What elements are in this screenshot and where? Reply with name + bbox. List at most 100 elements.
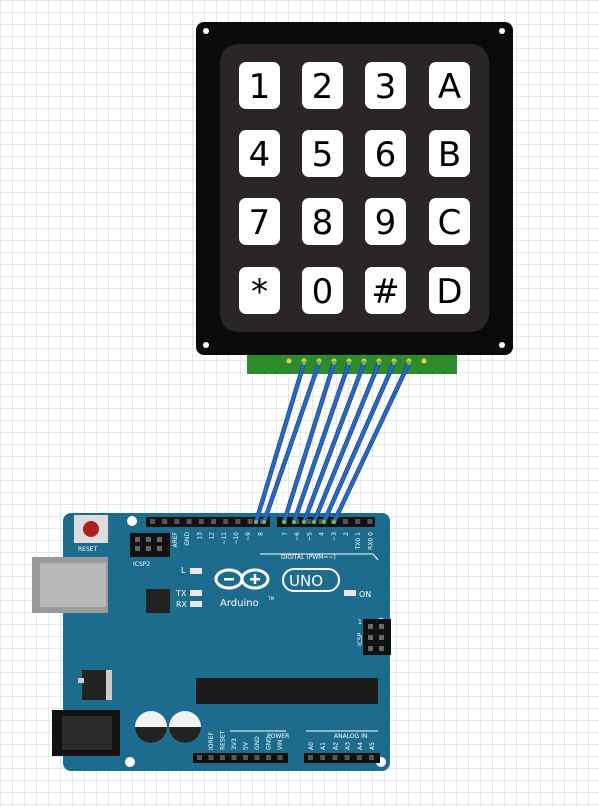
key-cap[interactable] (239, 267, 280, 314)
digital-line (260, 553, 379, 561)
infinity-right (240, 568, 270, 590)
analog-header (304, 753, 380, 763)
analog-pin-label: A3 (345, 742, 352, 750)
power-label: POWER (267, 733, 289, 740)
wire-end (347, 361, 351, 365)
led-tx (190, 590, 202, 596)
keypad-key[interactable]: 8 (302, 198, 343, 245)
led-rx-label: RX (176, 600, 188, 609)
power-pin-label: GND (254, 736, 261, 750)
wire-end (254, 520, 258, 524)
icsp2-pin (135, 537, 140, 542)
header-pin (220, 755, 225, 760)
key-label: # (371, 272, 400, 312)
header-pin (243, 755, 248, 760)
header-pin (162, 519, 168, 524)
uno-label: UNO (289, 572, 323, 590)
key-cap[interactable] (429, 198, 470, 245)
power-jack-inner (62, 716, 112, 750)
icsp2-pin (146, 546, 151, 551)
key-cap[interactable] (302, 62, 343, 109)
board-mount-hole (127, 516, 137, 526)
led-tx-label: TX (175, 589, 187, 598)
key-cap[interactable] (302, 130, 343, 177)
wire (312, 361, 381, 524)
keypad-key[interactable]: 4 (239, 130, 280, 177)
digital-pin-label: ~11 (221, 532, 228, 545)
wires (253, 360, 412, 525)
key-label: 0 (312, 272, 334, 312)
key-cap[interactable] (365, 267, 406, 314)
keypad-key[interactable]: 6 (365, 130, 406, 177)
digital-pin-label: GND (184, 532, 191, 546)
keypad-key[interactable]: 7 (239, 198, 280, 245)
header-pin (223, 519, 229, 524)
icsp2-pin (135, 546, 140, 551)
wire-end (317, 361, 321, 365)
keypad-mount-hole (499, 342, 505, 348)
power-header (193, 753, 288, 763)
digital-pin-label: 12 (209, 532, 216, 540)
icsp-pin (379, 624, 384, 629)
analog-label: ANALOG IN (334, 733, 367, 740)
keypad-key[interactable]: * (239, 267, 280, 314)
power-pin-label: 3V3 (231, 738, 238, 750)
key-cap[interactable] (429, 62, 470, 109)
icsp-pin (368, 635, 373, 640)
keypad-key[interactable]: 5 (302, 130, 343, 177)
keypad-key[interactable]: # (365, 267, 406, 314)
key-cap[interactable] (239, 198, 280, 245)
header-pin (211, 519, 216, 524)
keypad-key[interactable]: 2 (302, 62, 343, 109)
power-pin-label: RESET (220, 730, 227, 750)
key-cap[interactable] (302, 198, 343, 245)
header-pin (356, 755, 362, 760)
keypad-key[interactable]: 3 (365, 62, 406, 109)
keypad-key[interactable]: B (429, 130, 470, 177)
led-on-label: ON (359, 590, 371, 599)
key-cap[interactable] (365, 62, 406, 109)
icsp-pin1-label: 1 (358, 619, 362, 626)
icsp2-header (130, 533, 170, 557)
key-cap[interactable] (239, 130, 280, 177)
key-cap[interactable] (429, 130, 470, 177)
keypad-key[interactable]: C (429, 198, 470, 245)
header-pin (247, 519, 253, 524)
key-cap[interactable] (239, 62, 280, 109)
header-pin (320, 755, 326, 760)
keypad-key[interactable]: 1 (239, 62, 280, 109)
key-cap[interactable] (365, 198, 406, 245)
keypad-key[interactable]: A (429, 62, 470, 109)
key-label: 9 (375, 203, 397, 243)
reset-button-cap[interactable] (83, 521, 99, 537)
header-pin (344, 755, 350, 760)
digital-pin-label: ~5 (306, 532, 313, 541)
keypad-key[interactable]: 9 (365, 198, 406, 245)
wire-end (377, 361, 381, 365)
key-label: D (436, 272, 462, 312)
wire-end (302, 361, 306, 365)
header-pin (150, 519, 155, 524)
wire-end (262, 520, 266, 524)
header-pin (186, 519, 192, 524)
power-pin-label: GND (266, 736, 273, 750)
usb-chip (146, 589, 170, 613)
digital-pin-label: 4 (319, 532, 326, 536)
wire (292, 361, 351, 524)
keypad-key[interactable]: 0 (302, 267, 343, 314)
icsp-pin (379, 646, 384, 651)
board-mount-hole (125, 757, 135, 767)
keypad-key[interactable]: D (429, 267, 470, 314)
wire (322, 361, 396, 524)
key-cap[interactable] (365, 130, 406, 177)
key-cap[interactable] (429, 267, 470, 314)
digital-pin-label: ~10 (233, 532, 240, 545)
key-label: * (251, 272, 268, 312)
header-pin (369, 755, 374, 760)
key-cap[interactable] (302, 267, 343, 314)
wire-end (312, 520, 316, 524)
analog-pin-label: A5 (369, 742, 376, 750)
digital-pin-label: RX0 0 (367, 532, 374, 550)
